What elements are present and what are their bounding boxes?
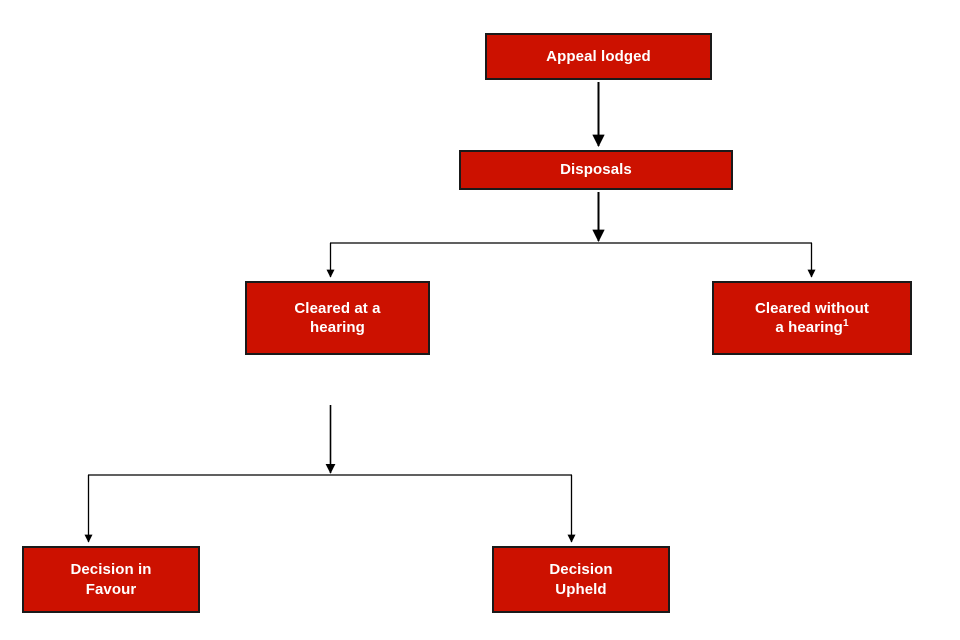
node-cleared-at-hearing-label: Cleared at a hearing — [294, 299, 381, 336]
node-appeal-lodged[interactable]: Appeal lodged — [485, 33, 712, 80]
footnote-marker: 1 — [842, 318, 849, 329]
node-cleared-without-hearing[interactable]: Cleared without a hearing1 — [712, 281, 912, 355]
node-cleared-without-hearing-text: Cleared without a hearing — [754, 299, 869, 336]
node-decision-favour[interactable]: Decision in Favour — [22, 546, 200, 613]
node-cleared-without-hearing-label: Cleared without a hearing1 — [749, 299, 875, 337]
node-appeal-lodged-label: Appeal lodged — [546, 47, 651, 65]
node-disposals[interactable]: Disposals — [459, 150, 733, 190]
node-cleared-at-hearing[interactable]: Cleared at a hearing — [245, 281, 430, 355]
node-disposals-label: Disposals — [560, 161, 632, 179]
node-decision-favour-label: Decision in Favour — [70, 561, 152, 598]
node-decision-upheld[interactable]: Decision Upheld — [492, 546, 670, 613]
node-decision-upheld-label: Decision Upheld — [549, 561, 613, 598]
